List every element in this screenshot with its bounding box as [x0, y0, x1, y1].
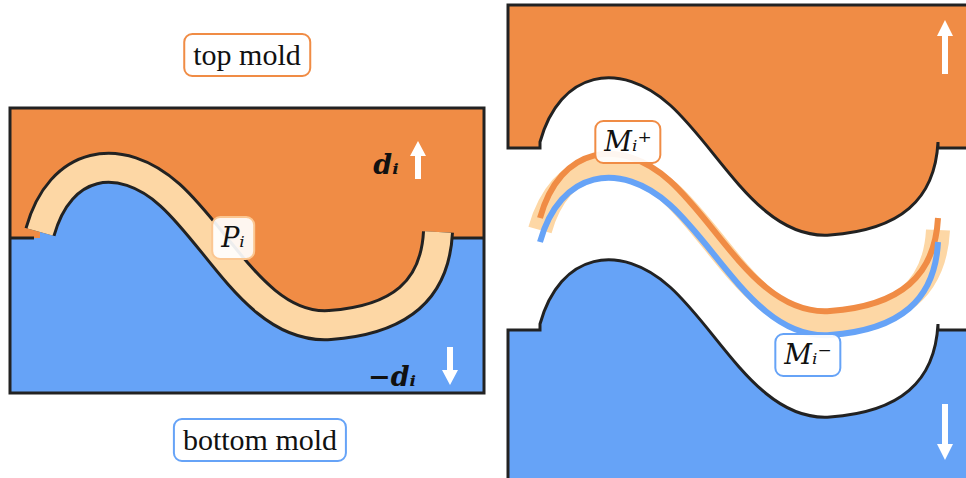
direction-label: dᵢ [373, 147, 398, 183]
part-label-box: Pᵢ [211, 216, 255, 260]
math-symbol: Mᵢ⁻ [784, 337, 831, 373]
mold-name-box: bottom mold [173, 418, 347, 462]
mold-name: top mold [193, 37, 301, 73]
direction-arrow [937, 20, 953, 460]
mold-name-box: top mold [183, 33, 311, 77]
surface-label-box: Mᵢ⁺ [594, 120, 661, 164]
direction-arrow [410, 141, 458, 385]
direction-label: −dᵢ [368, 359, 416, 395]
math-symbol: Pᵢ [221, 220, 245, 256]
part-shape [540, 154, 938, 335]
top-mold-shape [10, 108, 484, 325]
surface-label-box: Mᵢ⁻ [774, 333, 841, 377]
mold-name: bottom mold [183, 422, 337, 458]
top-mold-shape [508, 5, 966, 235]
math-symbol: Mᵢ⁺ [604, 124, 651, 160]
part-shape [40, 168, 438, 325]
bottom-mold-shape [10, 108, 484, 393]
part-outline [40, 168, 438, 325]
